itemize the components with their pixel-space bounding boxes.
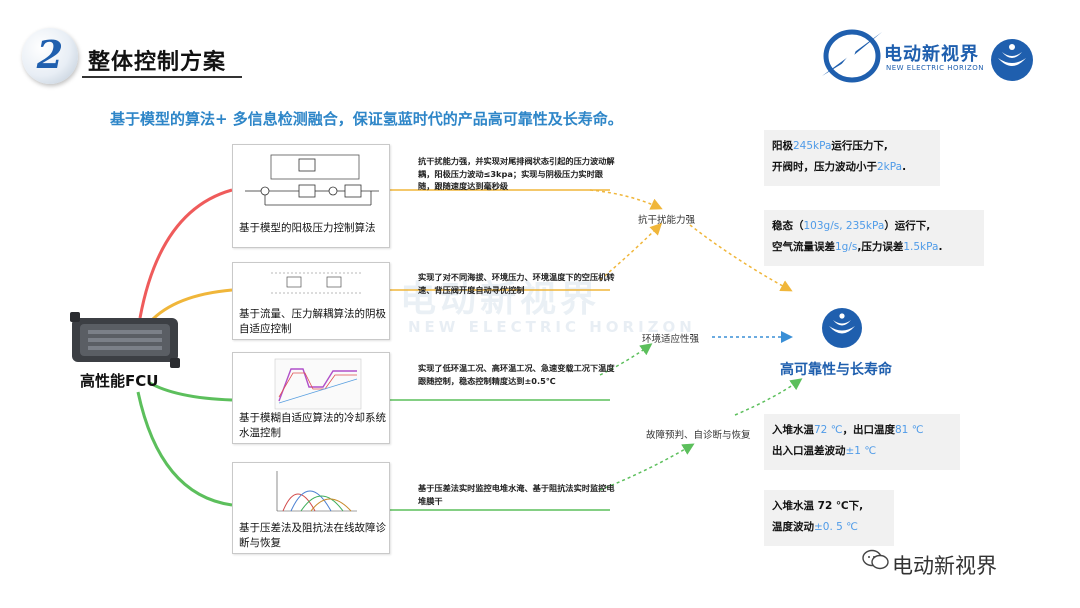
result-text: 阳极 xyxy=(772,140,793,152)
result-2-line-2: 空气流量误差1g/s,压力误差1.5kPa. xyxy=(772,237,976,258)
wechat-icon xyxy=(862,549,889,570)
branch-box-cathode: 基于流量、压力解耦算法的阴极自适应控制 xyxy=(232,262,390,340)
target-label: 高可靠性与长寿命 xyxy=(780,362,892,378)
result-text: 空气流量误差 xyxy=(772,241,835,253)
result-value: 1.5kPa xyxy=(903,241,939,253)
result-text: 出入口温差波动 xyxy=(772,445,846,457)
mid-label-adaptability: 环境适应性强 xyxy=(642,334,700,345)
result-1-line-1: 阳极245kPa运行压力下, xyxy=(772,136,932,157)
branch-caption-3: 基于模糊自适应算法的冷却系统水温控制 xyxy=(239,412,386,439)
branch-desc-1: 抗干扰能力强，并实现对尾排阀状态引起的压力波动解耦，阳极压力波动≤3kpa；实现… xyxy=(418,156,615,191)
mid-label-anti-interference: 抗干扰能力强 xyxy=(638,215,696,226)
result-1-line-2: 开阀时，压力波动小于2kPa. xyxy=(772,157,932,178)
result-3-line-2: 出入口温差波动±1 ℃ xyxy=(772,441,952,462)
branch-desc-4: 基于压差法实时监控电堆水淹、基于阻抗法实时监控电堆膜干 xyxy=(418,483,615,506)
result-3-line-1: 入堆水温72 ℃，出口温度81 ℃ xyxy=(772,420,952,441)
result-text: 温度波动 xyxy=(772,521,814,533)
result-value: 2kPa xyxy=(877,161,903,173)
decoupling-diagram-icon xyxy=(271,272,363,294)
target-emblem-icon xyxy=(822,308,862,348)
brand-name: 电动新视界 xyxy=(884,44,979,65)
watermark-text: 电动新视界 xyxy=(400,279,601,320)
subtitle: 基于模型的算法+ 多信息检测融合，保证氢蓝时代的产品高可靠性及长寿命。 xyxy=(110,110,623,128)
branch-box-diagnosis: 基于压差法及阻抗法在线故障诊断与恢复 xyxy=(232,462,390,554)
result-value: 103g/s, 235kPa xyxy=(803,220,885,232)
page-title: 整体控制方案 xyxy=(88,50,227,75)
result-text: 运行压力下, xyxy=(831,140,888,152)
result-value: 72 ℃ xyxy=(814,424,843,436)
fcu-device-icon xyxy=(70,312,180,368)
mid-label-fault-diagnosis: 故障预判、自诊断与恢复 xyxy=(646,430,751,441)
branch-box-anode: 基于模型的阳极压力控制算法 xyxy=(232,144,390,248)
branch-caption-2: 基于流量、压力解耦算法的阴极自适应控制 xyxy=(239,308,386,335)
result-text: ）运行下, xyxy=(884,220,931,232)
wechat-account-name: 电动新视界 xyxy=(892,554,997,578)
title-underline xyxy=(82,76,242,78)
result-text: 入堆水温 xyxy=(772,424,814,436)
watermark-subtext: NEW ELECTRIC HORIZON xyxy=(408,318,696,336)
section-number: 2 xyxy=(36,32,64,77)
temperature-plot-icon xyxy=(274,358,362,410)
result-2-line-1: 稳态（103g/s, 235kPa）运行下, xyxy=(772,216,976,237)
result-box-temperature: 入堆水温 72 ℃下, 温度波动±0. 5 ℃ xyxy=(764,490,894,546)
section-number-badge: 2 xyxy=(22,28,78,84)
control-block-diagram-icon xyxy=(245,154,379,206)
result-text: 开阀时，压力波动小于 xyxy=(772,161,877,173)
result-value: ±0. 5 ℃ xyxy=(814,521,858,533)
result-text: . xyxy=(902,161,907,173)
result-4-line-1: 入堆水温 72 ℃下, xyxy=(772,500,864,512)
branch-caption-1: 基于模型的阳极压力控制算法 xyxy=(239,222,376,234)
result-box-cathode: 稳态（103g/s, 235kPa）运行下, 空气流量误差1g/s,压力误差1.… xyxy=(764,210,984,266)
result-box-cooling: 入堆水温72 ℃，出口温度81 ℃ 出入口温差波动±1 ℃ xyxy=(764,414,960,470)
result-text: . xyxy=(938,241,943,253)
fcu-label: 高性能FCU xyxy=(80,372,159,390)
result-text: 稳态（ xyxy=(772,220,804,232)
result-value: 81 ℃ xyxy=(895,424,924,436)
branch-desc-3: 实现了低环温工况、高环温工况、急速变载工况下温度跟随控制，稳态控制精度达到±0.… xyxy=(418,363,615,386)
brand-logo-icon xyxy=(822,29,882,83)
branch-box-cooling: 基于模糊自适应算法的冷却系统水温控制 xyxy=(232,352,390,444)
result-box-anode: 阳极245kPa运行压力下, 开阀时，压力波动小于2kPa. xyxy=(764,130,940,186)
result-value: ±1 ℃ xyxy=(845,445,877,457)
result-value: 245kPa xyxy=(793,140,832,152)
brand-emblem-icon xyxy=(991,39,1033,81)
brand-name-en: NEW ELECTRIC HORIZON xyxy=(886,64,984,72)
branch-desc-2: 实现了对不同海拔、环境压力、环境温度下的空压机转速、背压阀开度自动寻优控制 xyxy=(418,272,615,295)
impedance-plot-icon xyxy=(276,471,357,512)
result-value: 1g/s xyxy=(835,241,858,253)
result-4-line-2: 温度波动±0. 5 ℃ xyxy=(772,517,886,538)
result-text: ，出口温度 xyxy=(842,424,896,436)
result-text: ,压力误差 xyxy=(857,241,904,253)
branch-caption-4: 基于压差法及阻抗法在线故障诊断与恢复 xyxy=(239,522,386,549)
